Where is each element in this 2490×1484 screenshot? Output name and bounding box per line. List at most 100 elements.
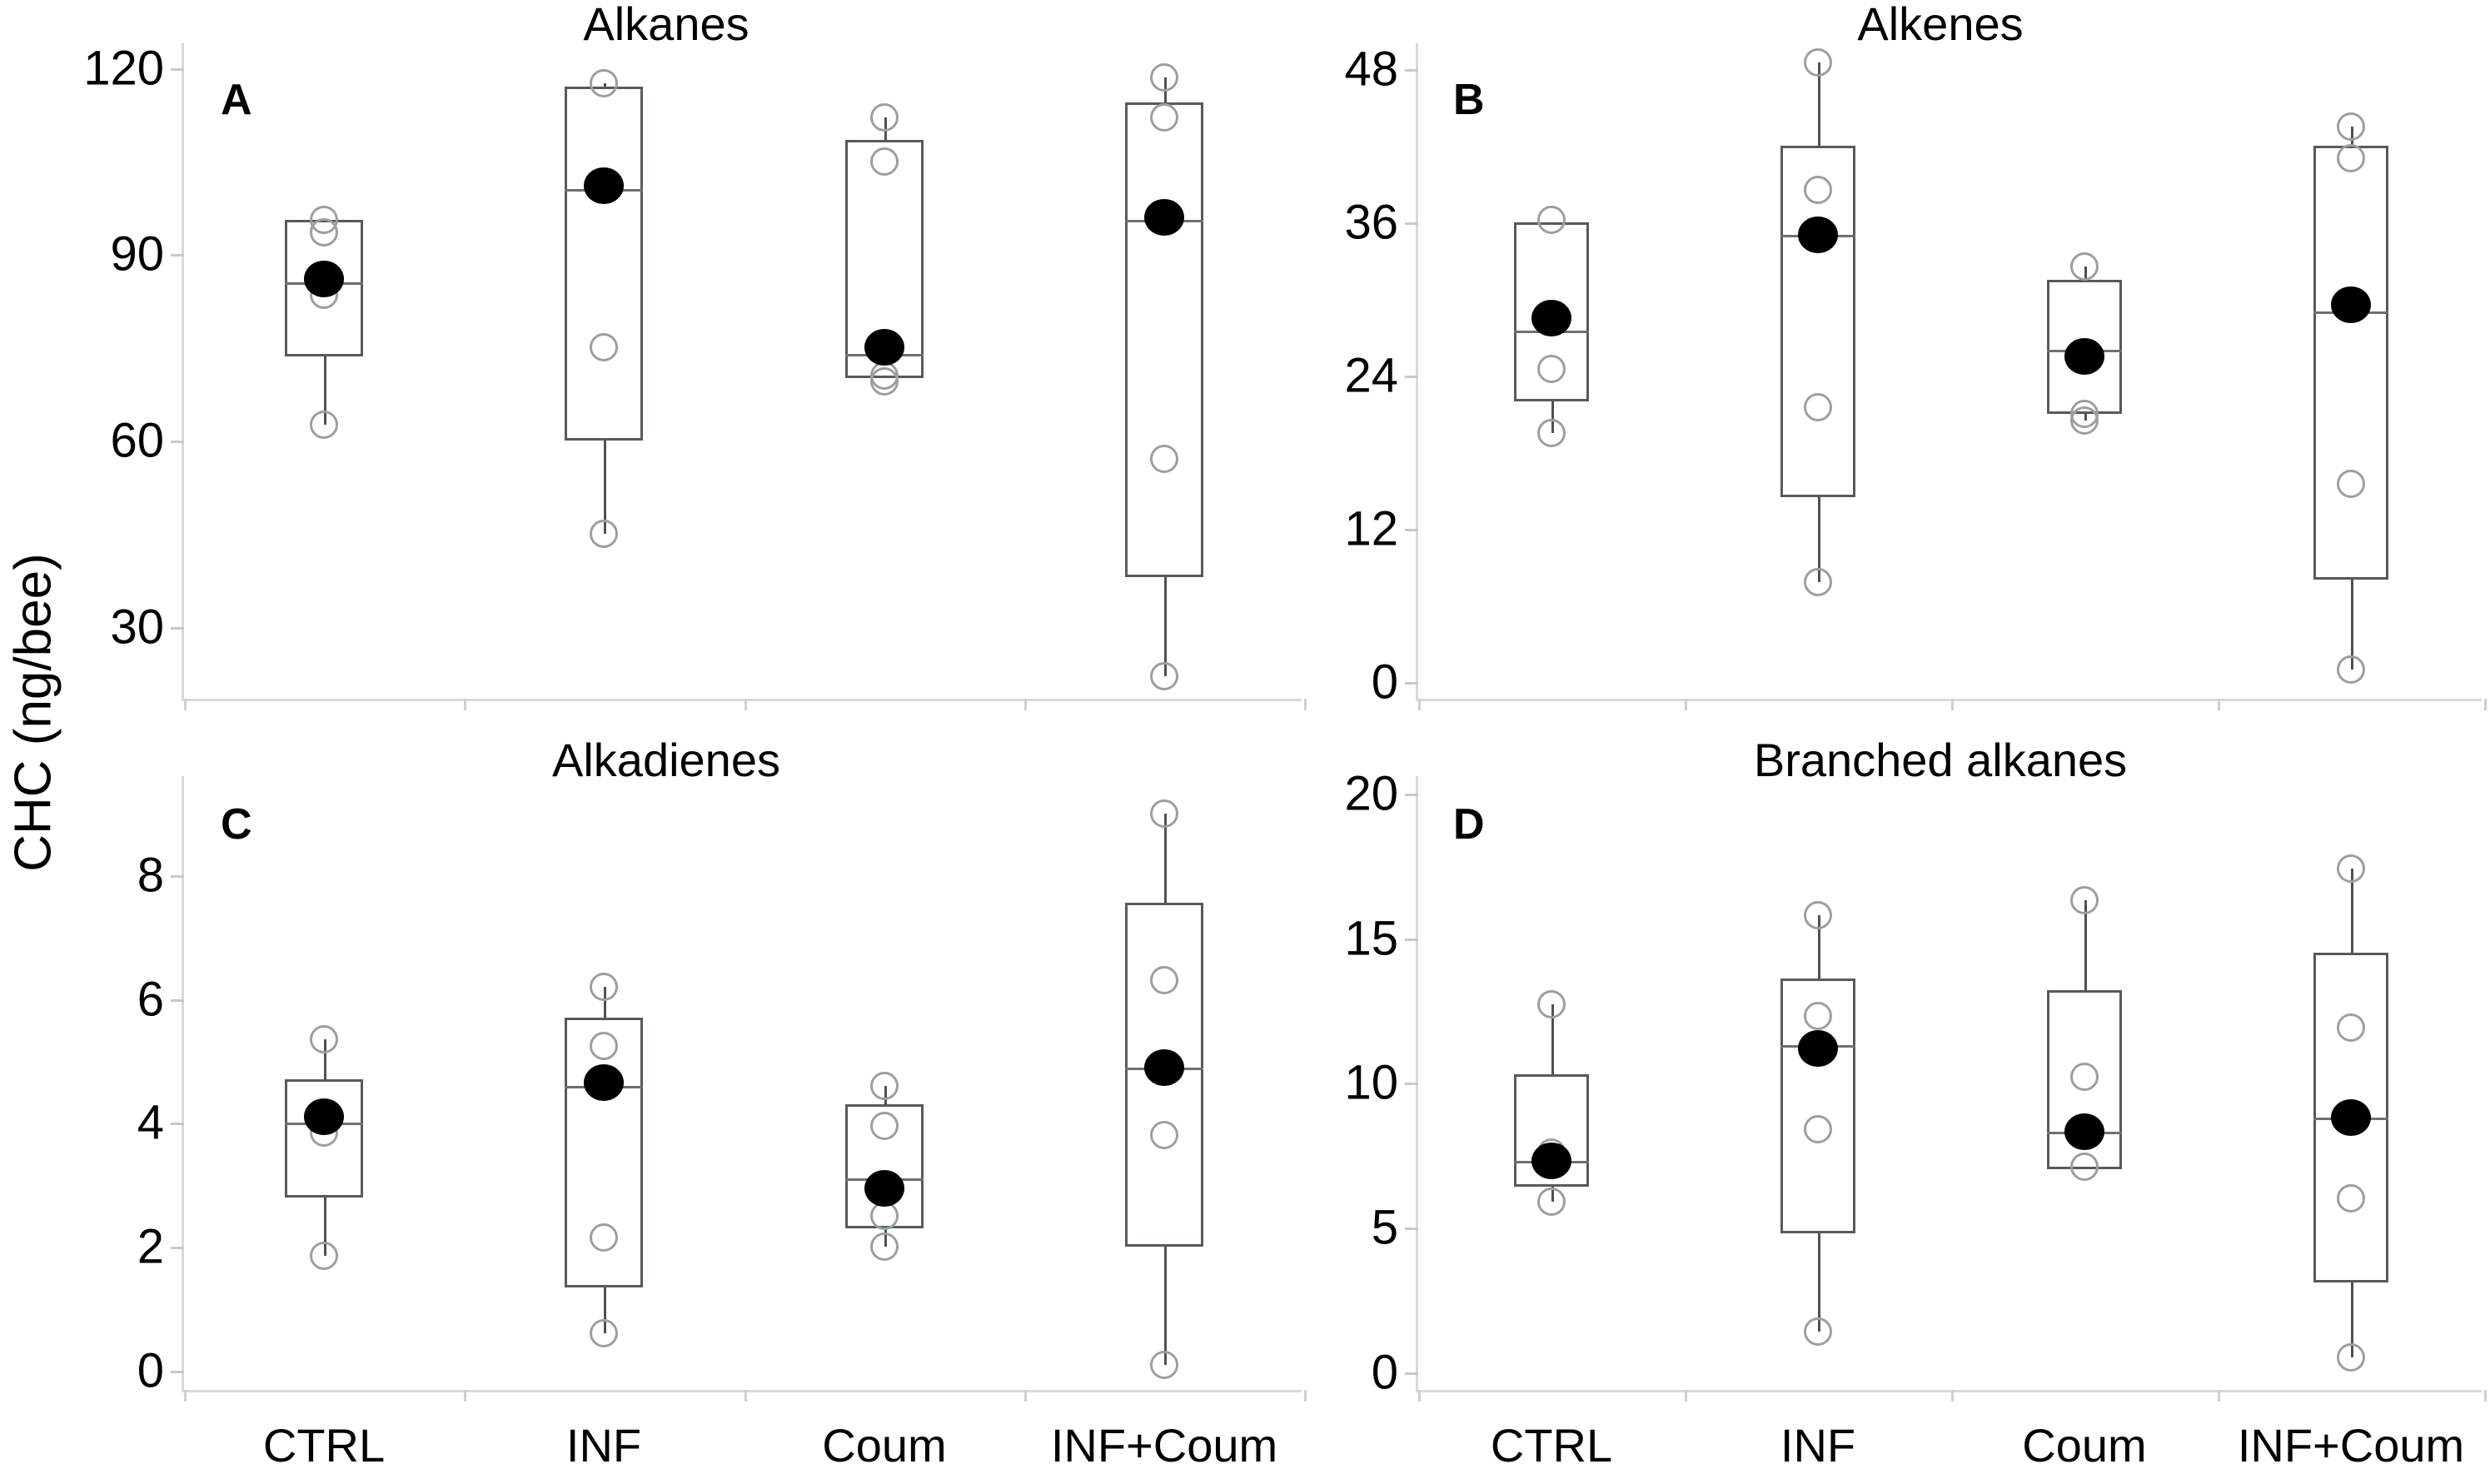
y-tick [171, 1123, 184, 1126]
data-point [2337, 144, 2365, 173]
data-point [590, 1319, 618, 1348]
data-point [1150, 103, 1178, 132]
whisker-lower [324, 1197, 326, 1257]
data-point [870, 1233, 899, 1262]
whisker-upper [1818, 62, 1820, 146]
x-tick [184, 699, 187, 710]
data-point [1150, 1350, 1178, 1379]
x-tick [1951, 1390, 1954, 1402]
mean-marker [304, 1098, 344, 1136]
y-tick [171, 874, 184, 878]
y-tick-label: 4 [137, 1095, 164, 1150]
whisker-upper [604, 986, 606, 1018]
y-tick [1405, 1372, 1418, 1375]
x-tick [464, 1390, 466, 1402]
y-tick-label: 0 [1371, 655, 1398, 710]
data-point [1804, 48, 1832, 77]
y-tick-label: 6 [137, 972, 164, 1027]
data-point [2337, 1184, 2365, 1213]
data-point [590, 519, 618, 548]
x-tick [464, 699, 466, 710]
data-point [1804, 1002, 1832, 1031]
whisker-lower [604, 1287, 606, 1334]
y-tick-label: 36 [1344, 195, 1398, 250]
x-axis-label: Coum [2022, 1419, 2147, 1472]
panel-title: Alkanes [583, 0, 749, 50]
x-tick [745, 1390, 747, 1402]
x-tick [2218, 699, 2220, 710]
whisker-lower [1818, 1233, 1820, 1332]
data-point [590, 1223, 618, 1252]
y-tick-label: 2 [137, 1219, 164, 1274]
y-tick-label: 10 [1344, 1055, 1398, 1110]
x-tick [184, 1390, 187, 1402]
whisker-lower [1164, 1247, 1167, 1365]
data-point [310, 1025, 338, 1054]
whisker-upper [1164, 813, 1167, 904]
x-tick [1418, 699, 1421, 710]
x-axis-label: INF [1780, 1419, 1856, 1472]
data-point [1804, 1114, 1832, 1143]
data-point [2337, 655, 2365, 684]
y-tick [171, 440, 184, 443]
data-point [590, 69, 618, 98]
mean-marker [2064, 1113, 2104, 1151]
x-tick [1685, 1390, 1687, 1402]
y-tick [171, 1247, 184, 1250]
whisker-lower [1551, 401, 1554, 433]
x-tick [2218, 1390, 2220, 1402]
x-axis-label: Coum [822, 1419, 947, 1472]
panel-letter: B [1453, 76, 1485, 124]
data-point [870, 367, 899, 396]
whisker-upper [324, 1039, 326, 1080]
data-point [1804, 176, 1832, 205]
data-point [2070, 1153, 2099, 1181]
mean-marker [584, 1064, 624, 1102]
panel-title: Alkenes [1857, 0, 2024, 50]
y-tick-label: 8 [137, 848, 164, 903]
x-axis-label: CTRL [262, 1419, 386, 1472]
mean-marker [2331, 286, 2371, 324]
data-point [590, 972, 618, 1001]
box-iqr [1514, 1073, 1589, 1188]
box-iqr [1780, 145, 1855, 497]
box-iqr [1125, 102, 1203, 577]
y-tick-label: 48 [1344, 42, 1398, 97]
data-point [870, 147, 899, 176]
y-tick [1405, 793, 1418, 796]
data-point [1150, 966, 1178, 995]
mean-marker [1144, 1048, 1184, 1086]
x-axis-label: INF+Coum [1050, 1419, 1278, 1472]
x-tick [1951, 699, 1954, 710]
x-axis-label: INF [565, 1419, 642, 1472]
y-tick [171, 67, 184, 71]
y-tick-label: 20 [1344, 766, 1398, 821]
y-tick [171, 254, 184, 257]
data-point [310, 1242, 338, 1271]
x-tick [2484, 699, 2487, 710]
x-tick [1304, 1390, 1307, 1402]
y-tick [1405, 222, 1418, 225]
y-tick-label: 5 [1371, 1200, 1398, 1255]
data-point [870, 1071, 899, 1100]
whisker-lower [324, 356, 326, 426]
y-tick [1405, 68, 1418, 72]
data-point [2337, 112, 2365, 141]
mean-marker [864, 1169, 904, 1207]
data-point [2070, 1063, 2099, 1092]
data-point [2070, 406, 2099, 435]
data-point [1150, 1121, 1178, 1150]
mean-marker [864, 329, 904, 366]
x-tick [1304, 699, 1307, 710]
y-tick-label: 12 [1344, 501, 1398, 556]
y-tick-label: 0 [1371, 1345, 1398, 1400]
y-tick [1405, 1083, 1418, 1086]
mean-marker [2064, 337, 2104, 375]
x-tick [1024, 1390, 1027, 1402]
box-iqr [1125, 903, 1203, 1247]
y-tick-label: 90 [110, 227, 164, 281]
